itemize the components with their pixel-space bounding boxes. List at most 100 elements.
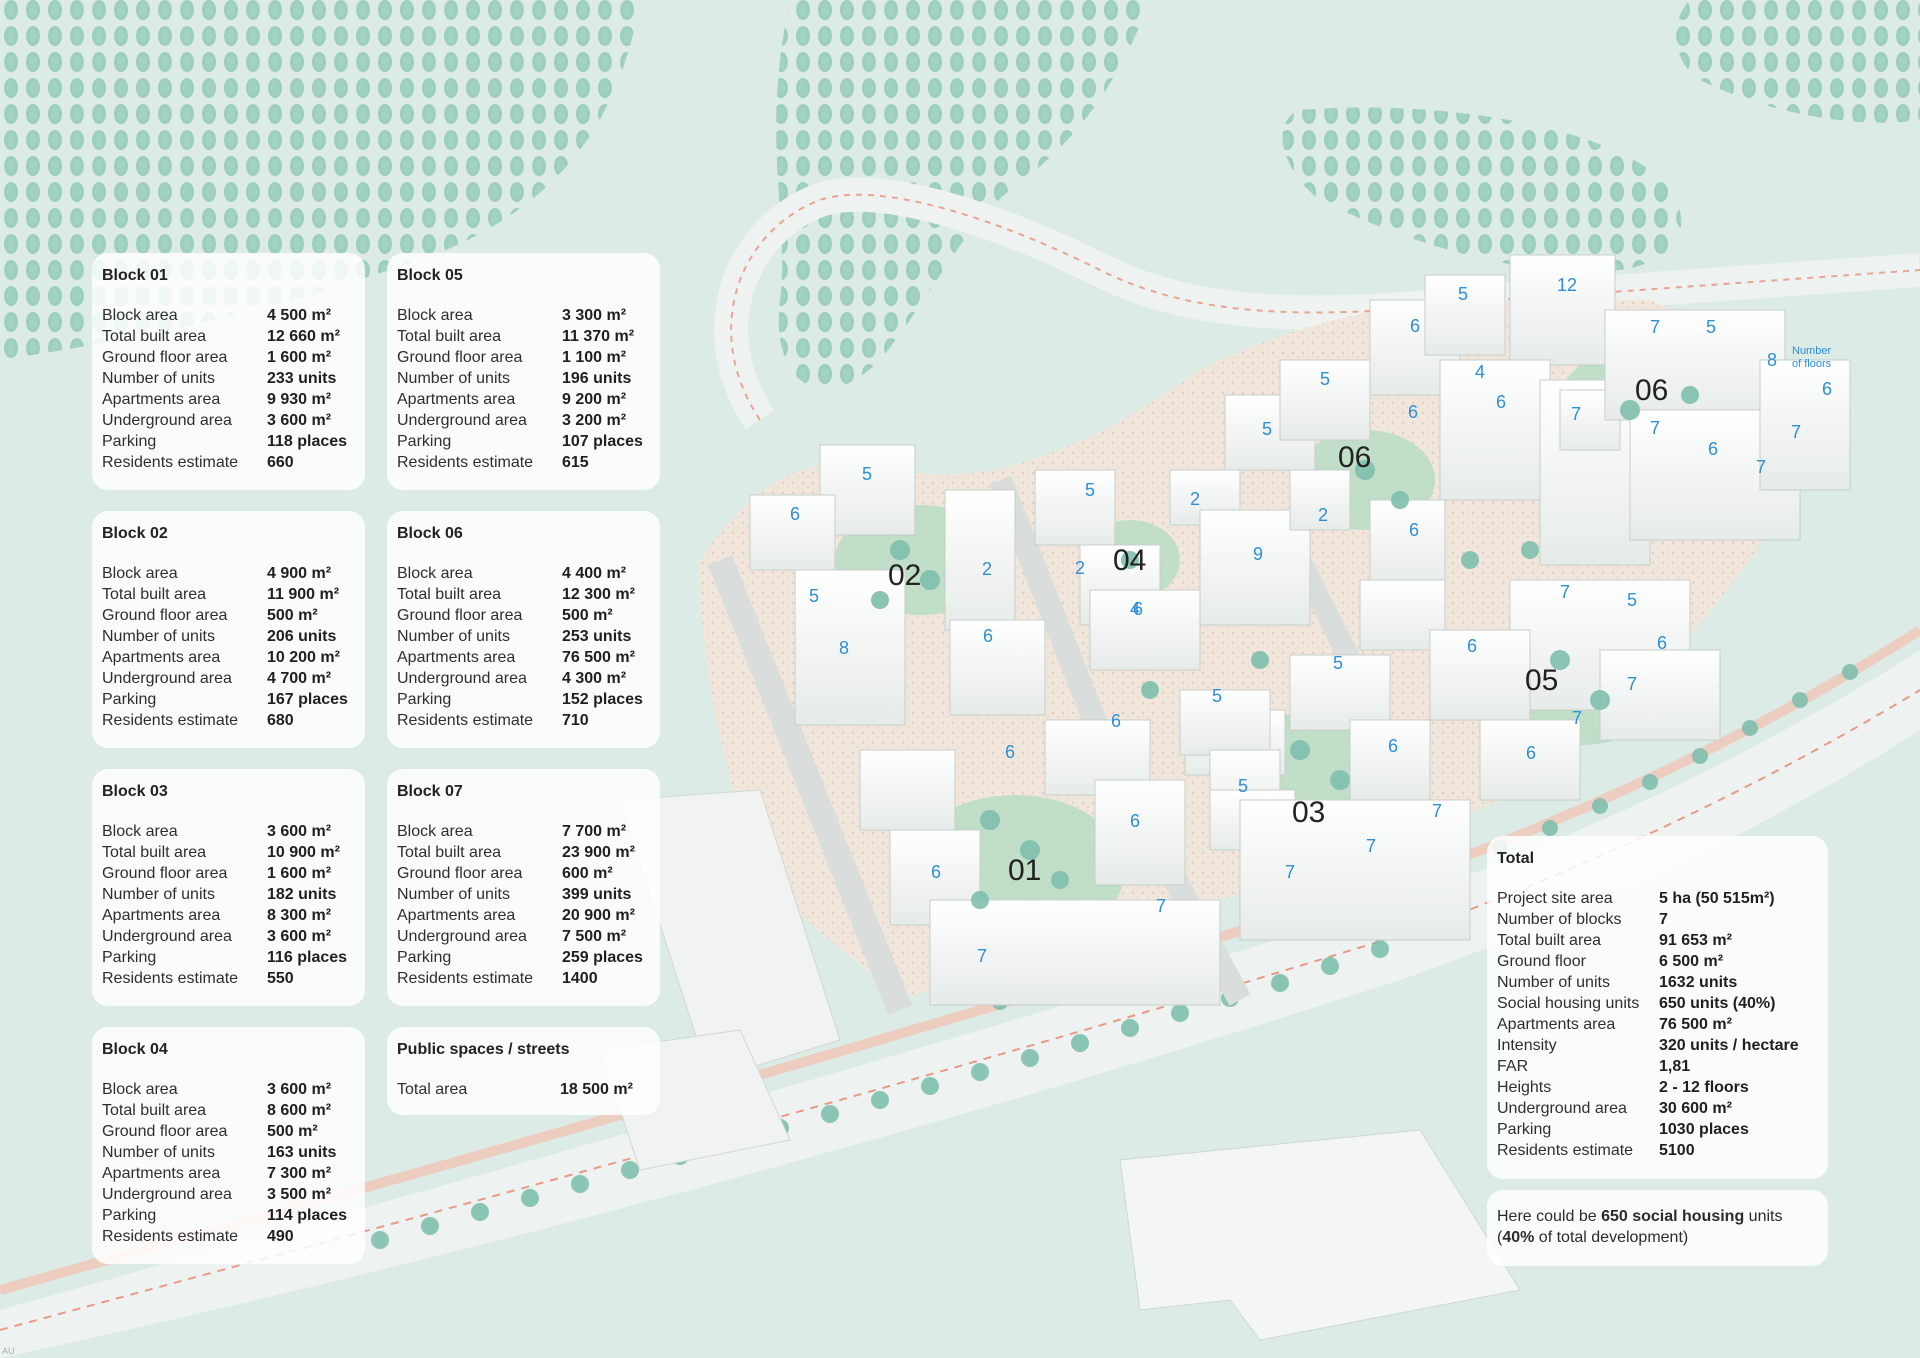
floor-number: 7 [977,946,987,966]
floor-number: 7 [1627,674,1637,694]
stat-row: Total built area 23 900 m² [387,844,660,865]
block-label: 04 [1113,544,1146,577]
stat-row: Number of units 399 units [387,886,660,907]
floor-number: 8 [1767,350,1777,370]
stat-value: 259 places [562,949,643,966]
public-spaces-title: Public spaces / streets [397,1041,570,1058]
stat-value: 8 600 m² [267,1102,332,1119]
stat-value: 1,81 [1659,1058,1691,1075]
stat-label: Apartments area [102,649,221,666]
stat-label: Total built area [397,844,502,861]
floor-number: 6 [1130,811,1140,831]
floor-number: 5 [1085,480,1095,500]
floor-number: 2 [1075,558,1085,578]
social-housing-note: Here could be 650 social housing units (… [1487,1190,1828,1266]
stat-value: 7 500 m² [562,928,627,945]
stat-label: Ground floor area [397,865,523,882]
stat-value: 4 900 m² [267,565,332,582]
block-labels: 01 02 03 04 05 06 06 [888,374,1668,887]
block-title: Block 04 [102,1041,168,1058]
floor-number: 7 [1650,317,1660,337]
note-part: Here could be [1497,1208,1602,1225]
stat-value: 500 m² [267,1123,318,1140]
note-bold: 650 social housing [1601,1208,1745,1225]
stat-label: Project site area [1497,890,1613,907]
stat-value: 5 ha (50 515m²) [1659,890,1775,907]
floor-number: 5 [1238,776,1248,796]
stat-label: Apartments area [397,649,516,666]
stat-label: Ground floor area [102,865,228,882]
block-title: Block 05 [397,267,463,284]
floor-number: 5 [1262,419,1272,439]
stat-label: Block area [397,823,473,840]
stat-value: 76 500 m² [562,649,635,666]
stat-value: 91 653 m² [1659,932,1732,949]
block-label: 05 [1525,664,1558,697]
stat-value: 7 [1659,911,1668,928]
stat-value: 167 places [267,691,348,708]
stat-label: Ground floor area [102,607,228,624]
stat-value: 10 900 m² [267,844,340,861]
stat-value: 1 600 m² [267,349,332,366]
stat-label: Number of units [397,886,510,903]
floor-number: 4 [1475,362,1485,382]
stat-value: 1030 places [1659,1121,1749,1138]
stat-value: 660 [267,454,294,471]
stat-value: 3 600 m² [267,928,332,945]
stat-label: Parking [102,1207,157,1224]
stat-value: 320 units / hectare [1659,1037,1799,1054]
stat-label: Block area [102,1081,178,1098]
floor-number: 6 [1410,316,1420,336]
main-avenue [0,650,1920,1358]
stat-label: Total built area [102,586,207,603]
block-label: 01 [1008,854,1041,887]
stat-value: 399 units [562,886,632,903]
stat-label: Underground area [102,1186,232,1203]
avenue-dash [0,689,1920,1331]
floor-number: 5 [1320,369,1330,389]
stat-value: 490 [267,1228,294,1245]
block-label: 06 [1635,374,1668,407]
floor-number: 8 [839,638,849,658]
number-of-floors-label: of floors [1792,358,1832,370]
ring-road-dash [730,193,1920,421]
floor-number: 6 [1822,379,1832,399]
stat-label: Total built area [1497,932,1602,949]
floor-number: 7 [1432,801,1442,821]
stat-value: 3 600 m² [267,412,332,429]
stat-value: 4 300 m² [562,670,627,687]
stat-row: Total area 18 500 m² [387,1081,660,1102]
stat-label: Ground floor area [102,349,228,366]
stat-label: Heights [1497,1079,1552,1096]
stat-value: 196 units [562,370,632,387]
stat-value: 182 units [267,886,337,903]
floor-numbers: 5 6 5 8 2 6 2 4 5 6 2 9 2 5 5 6 5 12 4 6… [790,275,1832,966]
stat-label: Block area [102,823,178,840]
stat-value: 163 units [267,1144,337,1161]
forest-area [1676,0,1920,123]
stat-value: 23 900 m² [562,844,635,861]
